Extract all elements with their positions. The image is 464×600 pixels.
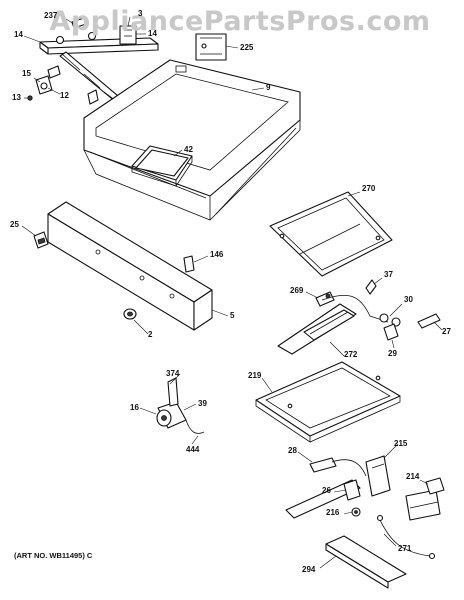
igniter-215 — [365, 455, 391, 497]
screw-216 — [351, 507, 361, 517]
callout-146: 146 — [210, 250, 224, 259]
bracket-26 — [343, 479, 361, 501]
grommet-2 — [123, 308, 137, 320]
callout-29: 29 — [388, 349, 397, 358]
module-214 — [405, 477, 445, 521]
callout-374: 374 — [166, 369, 180, 378]
callout-14-right: 14 — [148, 29, 157, 38]
callout-14-left: 14 — [14, 30, 23, 39]
orifice-29 — [383, 323, 399, 341]
panel-270 — [269, 191, 393, 277]
callout-216: 216 — [326, 508, 340, 517]
clip-146 — [183, 255, 195, 273]
callout-214: 214 — [406, 472, 420, 481]
valve-fittings — [27, 65, 61, 101]
front-rail-5 — [47, 201, 213, 331]
callout-272: 272 — [344, 350, 358, 359]
callout-269: 269 — [290, 286, 304, 295]
callout-37: 37 — [384, 270, 393, 279]
watermark-text: AppliancePartsPros.com — [49, 6, 431, 37]
wire-271 — [376, 514, 436, 560]
callout-15: 15 — [22, 69, 31, 78]
art-number-label: (ART NO. WB11495) C — [14, 551, 93, 560]
broiler-pan-219 — [255, 361, 401, 443]
callout-25: 25 — [10, 220, 19, 229]
clip-25 — [33, 231, 49, 249]
callout-16: 16 — [130, 403, 139, 412]
callout-13: 13 — [12, 93, 21, 102]
electrode-27 — [417, 313, 441, 329]
tray-42 — [131, 145, 193, 187]
callout-30: 30 — [404, 295, 413, 304]
valve-16 — [156, 377, 205, 434]
burner-28 — [285, 457, 367, 519]
callout-237: 237 — [44, 11, 58, 20]
callout-294: 294 — [302, 565, 316, 574]
callout-5: 5 — [230, 311, 235, 320]
callout-27: 27 — [442, 327, 451, 336]
callout-3: 3 — [138, 9, 143, 18]
bracket-225 — [195, 33, 227, 61]
callout-12: 12 — [60, 91, 69, 100]
callout-219: 219 — [248, 371, 262, 380]
callout-42: 42 — [184, 145, 193, 154]
callout-39: 39 — [198, 399, 207, 408]
gas-tube-30 — [321, 294, 401, 327]
callout-2: 2 — [148, 330, 153, 339]
callout-271: 271 — [398, 544, 412, 553]
shield-294 — [325, 535, 407, 589]
leader-lines — [21, 16, 443, 569]
callout-270: 270 — [362, 184, 376, 193]
callout-9: 9 — [266, 83, 271, 92]
clip-37 — [365, 279, 377, 295]
callout-444: 444 — [186, 445, 200, 454]
callout-225: 225 — [240, 43, 254, 52]
burner-272 — [277, 303, 357, 355]
callout-26: 26 — [322, 486, 331, 495]
callout-215: 215 — [394, 439, 408, 448]
callout-28: 28 — [288, 446, 297, 455]
